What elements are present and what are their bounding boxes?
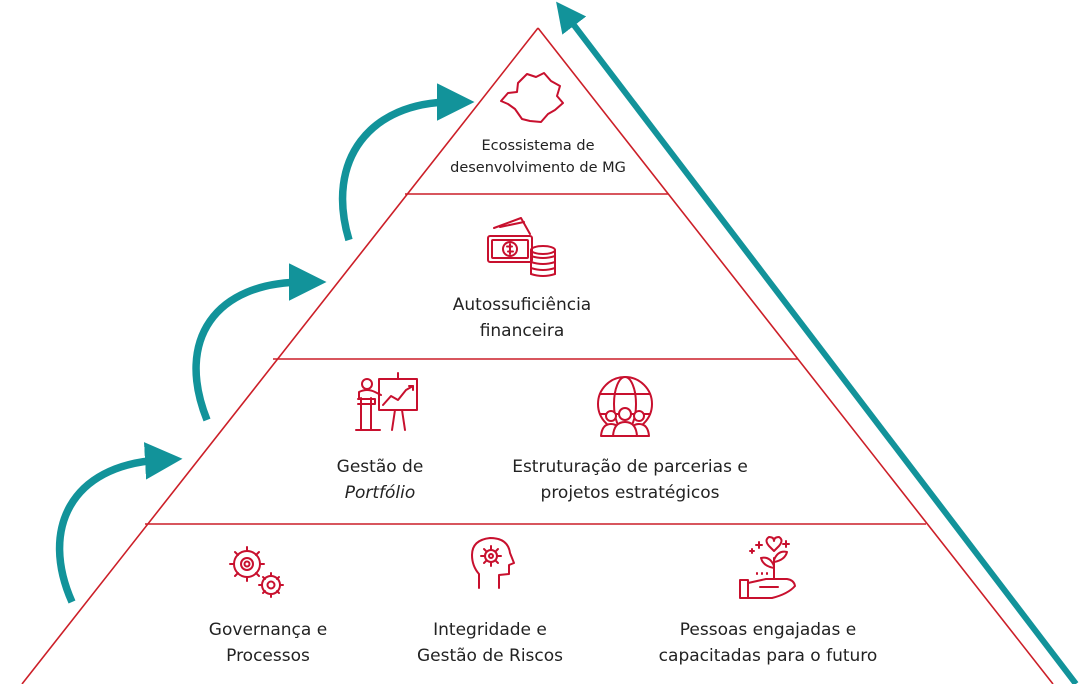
step-arrow-2: [192, 263, 327, 422]
gears-icon: [229, 546, 284, 598]
pyramid-right-edge: [537, 27, 1054, 684]
presentation-chart-icon: [355, 372, 418, 431]
money-coins-icon: [487, 217, 556, 277]
tier4-label: Ecossistema de desenvolvimento de MG: [450, 135, 626, 179]
head-gear-icon: [471, 537, 515, 589]
pyramid-outline: [21, 27, 1054, 684]
tier3-line1: Autossuficiência: [452, 295, 592, 315]
tier1-label-pessoas: Pessoas engajadas e capacitadas para o f…: [659, 617, 878, 669]
tier1-pessoas-line2: capacitadas para o futuro: [658, 646, 878, 666]
tier1-governanca-line2: Processos: [226, 646, 310, 666]
tier4-line1: Ecossistema de: [481, 138, 595, 154]
hand-plant-icon: [739, 536, 796, 599]
tier2-parcerias-line2: projetos estratégicos: [540, 483, 720, 503]
step-arrow-1: [55, 442, 183, 604]
tier1-pessoas-line1: Pessoas engajadas e: [679, 620, 857, 640]
tier2-parcerias-line1: Estruturação de parcerias e: [512, 457, 748, 477]
step-arrows: [55, 83, 475, 604]
tier4-line2: desenvolvimento de MG: [450, 160, 626, 176]
tier1-integridade-line2: Gestão de Riscos: [416, 646, 564, 666]
tier2-portfolio-line1: Gestão de: [336, 457, 424, 477]
pyramid-left-edge: [21, 27, 539, 684]
tier3-label: Autossuficiência financeira: [453, 292, 591, 344]
tier1-label-governanca: Governança e Processos: [209, 617, 327, 669]
tier1-governanca-line1: Governança e: [208, 620, 328, 640]
tier2-portfolio-line2: Portfólio: [344, 483, 416, 503]
growth-arrow-diagonal: [556, 1, 1079, 684]
step-arrow-3: [338, 83, 475, 242]
tier3-line2: financeira: [479, 321, 565, 341]
globe-people-icon: [597, 376, 653, 437]
tier2-label-portfolio: Gestão de Portfólio: [337, 454, 424, 506]
tier1-label-integridade: Integridade e Gestão de Riscos: [417, 617, 563, 669]
minas-gerais-map-icon: [500, 72, 564, 123]
tier2-label-parcerias: Estruturação de parcerias e projetos est…: [512, 454, 748, 506]
tier1-integridade-line1: Integridade e: [433, 620, 547, 640]
